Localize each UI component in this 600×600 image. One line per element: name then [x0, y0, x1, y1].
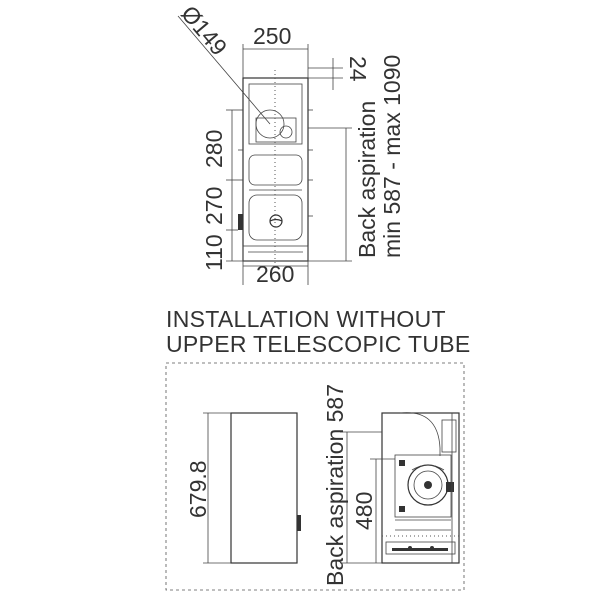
top-front-view: [238, 70, 313, 270]
dim-depth-top: 24: [345, 56, 371, 82]
dim-width-bottom: 260: [256, 261, 294, 287]
installation-frame: [165, 362, 465, 591]
bottom-dimension-lines: [340, 431, 395, 564]
dim-diameter: Ø149: [176, 1, 232, 61]
dim-height-280: 280: [201, 130, 227, 168]
dim-height-270: 270: [201, 187, 227, 225]
bottom-front-view: [203, 412, 301, 564]
dim-back-aspiration-range: min 587 - max 1090: [379, 55, 405, 258]
section-title-line2: UPPER TELESCOPIC TUBE: [166, 331, 471, 357]
dim-height-480: 480: [351, 492, 377, 530]
section-title-line1: INSTALLATION WITHOUT: [166, 306, 446, 332]
dim-height-110: 110: [201, 234, 227, 271]
dim-back-aspiration-587: Back aspiration 587: [322, 384, 348, 586]
bottom-side-view: [381, 412, 460, 564]
dim-width-top: 250: [253, 23, 291, 49]
dim-height-6798: 679.8: [185, 460, 211, 518]
top-dimension-lines: [177, 15, 352, 285]
dim-back-aspiration: Back aspiration: [354, 101, 380, 258]
